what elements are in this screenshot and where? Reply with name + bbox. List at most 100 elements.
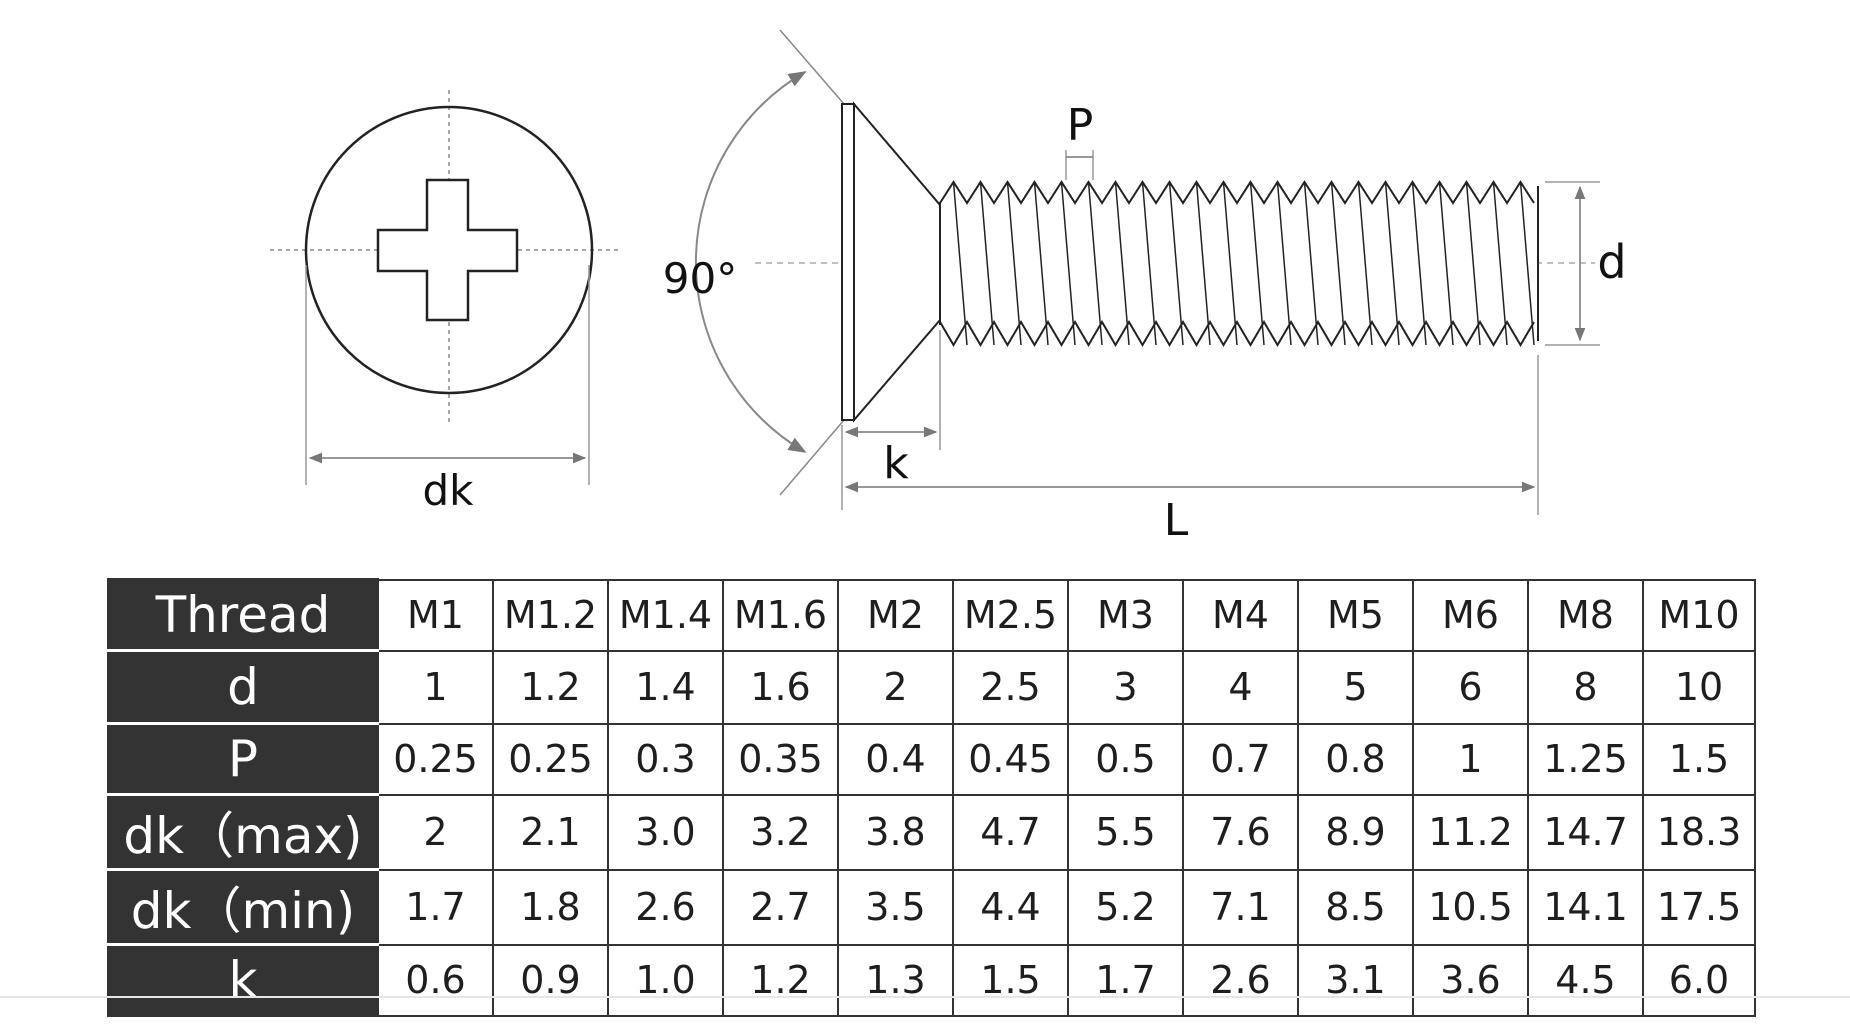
table-cell: 3.1 xyxy=(1297,943,1414,1017)
table-cell: 1.6 xyxy=(722,649,839,725)
table-cell: 0.35 xyxy=(722,722,839,796)
table-cell: 3.8 xyxy=(837,793,954,871)
screw-thread xyxy=(939,180,1539,347)
table-cell: 1.7 xyxy=(1067,943,1184,1017)
screw-side-view: 90° k L P d xyxy=(663,29,1627,546)
table-cell: M2 xyxy=(837,578,954,652)
table-cell: 8 xyxy=(1527,649,1644,725)
table-cell: 2 xyxy=(837,649,954,725)
table-cell: 1.0 xyxy=(607,943,724,1017)
table-cell: 7.1 xyxy=(1182,868,1299,946)
table-cell: 11.2 xyxy=(1412,793,1529,871)
table-cell: 5 xyxy=(1297,649,1414,725)
table-cell: 1.5 xyxy=(1642,722,1756,796)
angle-label: 90° xyxy=(663,254,737,303)
table-cell: M4 xyxy=(1182,578,1299,652)
table-cell: 0.5 xyxy=(1067,722,1184,796)
table-cell: 10 xyxy=(1642,649,1756,725)
table-cell: M10 xyxy=(1642,578,1756,652)
table-cell: 4.5 xyxy=(1527,943,1644,1017)
table-cell: M1.4 xyxy=(607,578,724,652)
bottom-divider xyxy=(0,996,1850,998)
table-cell: 1.4 xyxy=(607,649,724,725)
table-cell: 2.6 xyxy=(1182,943,1299,1017)
table-cell: 3.0 xyxy=(607,793,724,871)
row-header: d xyxy=(107,649,379,725)
table-cell: 1 xyxy=(1412,722,1529,796)
table-cell: 4.4 xyxy=(952,868,1069,946)
countersunk-head xyxy=(853,101,941,423)
table-cell: M2.5 xyxy=(952,578,1069,652)
table-cell: M1 xyxy=(377,578,494,652)
table-cell: 0.8 xyxy=(1297,722,1414,796)
table-cell: 1.2 xyxy=(722,943,839,1017)
table-cell: 5.2 xyxy=(1067,868,1184,946)
table-cell: 8.9 xyxy=(1297,793,1414,871)
table-cell: 6 xyxy=(1412,649,1529,725)
table-cell: 18.3 xyxy=(1642,793,1756,871)
screw-diagram: dk 90° k L P d xyxy=(270,29,1627,546)
row-header: P xyxy=(107,722,379,796)
table-cell: 6.0 xyxy=(1642,943,1756,1017)
table-cell: M1.6 xyxy=(722,578,839,652)
table-cell: 4.7 xyxy=(952,793,1069,871)
head-face xyxy=(841,103,855,421)
d-label: d xyxy=(1597,235,1626,289)
thread-top-profile xyxy=(939,180,1535,205)
table-cell: 4 xyxy=(1182,649,1299,725)
row-header: dk（min) xyxy=(107,868,379,946)
table-cell: 2.6 xyxy=(607,868,724,946)
table-cell: 3.5 xyxy=(837,868,954,946)
table-cell: 1.8 xyxy=(492,868,609,946)
thread-bottom-profile xyxy=(939,320,1535,347)
table-cell: M6 xyxy=(1412,578,1529,652)
table-cell: 1.3 xyxy=(837,943,954,1017)
table-cell: 2.5 xyxy=(952,649,1069,725)
head-top-view: dk xyxy=(270,90,620,515)
table-cell: 0.45 xyxy=(952,722,1069,796)
table-cell: 3.2 xyxy=(722,793,839,871)
table-cell: 0.3 xyxy=(607,722,724,796)
angle-guide-upper xyxy=(779,29,845,105)
table-cell: 10.5 xyxy=(1412,868,1529,946)
table-cell: 1.25 xyxy=(1527,722,1644,796)
row-header: Thread xyxy=(107,578,379,652)
table-cell: 3.6 xyxy=(1412,943,1529,1017)
table-cell: M3 xyxy=(1067,578,1184,652)
angle-guide-lower xyxy=(779,419,845,496)
head-outline xyxy=(304,105,594,395)
table-cell: 2.1 xyxy=(492,793,609,871)
table-cell: 1.2 xyxy=(492,649,609,725)
L-label: L xyxy=(1164,495,1189,546)
table-cell: 5.5 xyxy=(1067,793,1184,871)
table-cell: 1.5 xyxy=(952,943,1069,1017)
row-header: dk（max) xyxy=(107,793,379,871)
table-cell: 2 xyxy=(377,793,494,871)
table-cell: 14.7 xyxy=(1527,793,1644,871)
thread-core xyxy=(940,203,1538,322)
table-cell: 0.7 xyxy=(1182,722,1299,796)
phillips-cross-recess xyxy=(376,178,519,322)
P-label: P xyxy=(1067,100,1094,151)
table-cell: 3 xyxy=(1067,649,1184,725)
dk-label: dk xyxy=(423,466,475,515)
table-cell: 17.5 xyxy=(1642,868,1756,946)
table-cell: 0.25 xyxy=(492,722,609,796)
table-cell: 0.9 xyxy=(492,943,609,1017)
table-cell: 2.7 xyxy=(722,868,839,946)
angle-arc xyxy=(694,71,807,453)
table-cell: M8 xyxy=(1527,578,1644,652)
thread-flanks xyxy=(952,181,1535,346)
table-cell: 7.6 xyxy=(1182,793,1299,871)
table-cell: 1.7 xyxy=(377,868,494,946)
table-cell: 0.25 xyxy=(377,722,494,796)
table-cell: 0.6 xyxy=(377,943,494,1017)
table-cell: 1 xyxy=(377,649,494,725)
table-cell: 8.5 xyxy=(1297,868,1414,946)
table-cell: M5 xyxy=(1297,578,1414,652)
